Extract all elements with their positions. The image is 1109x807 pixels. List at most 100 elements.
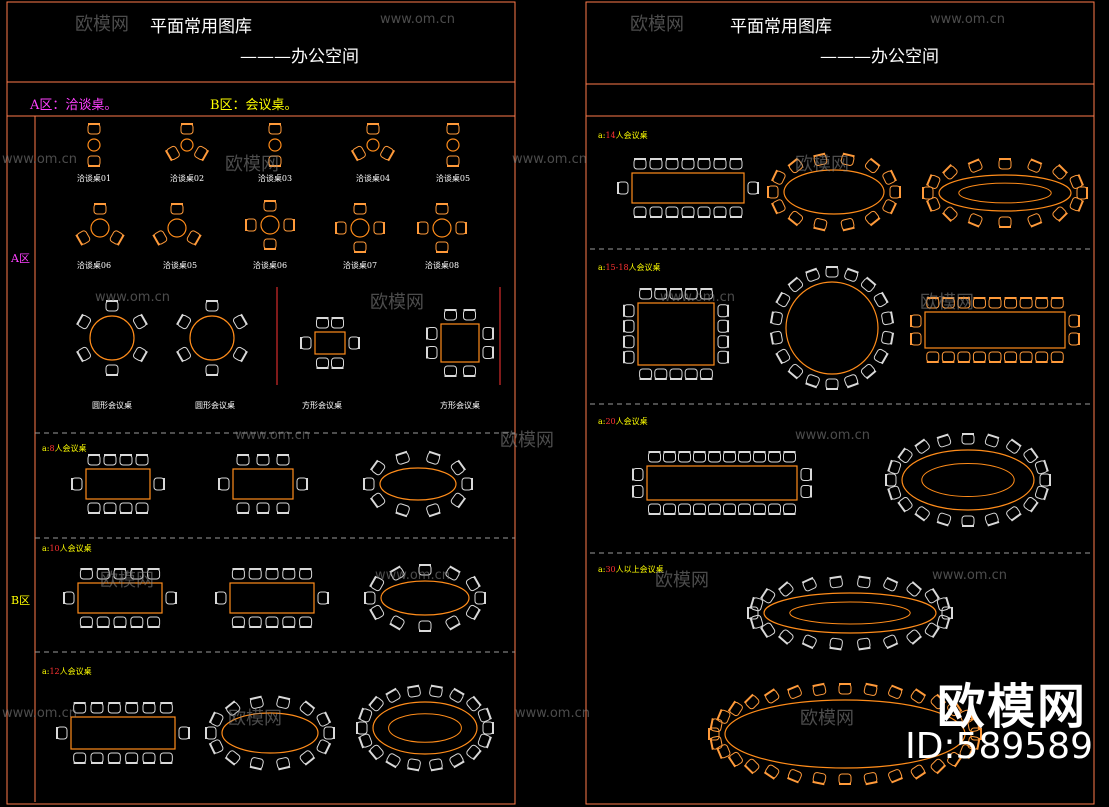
chair (276, 695, 291, 709)
chair (63, 591, 75, 605)
chair (299, 750, 316, 766)
chair (317, 591, 329, 605)
chair (914, 506, 930, 522)
chair (775, 291, 791, 308)
item-label: 洽谈桌03 (257, 174, 293, 183)
chair-seat (103, 502, 117, 514)
table-top (763, 592, 937, 634)
chair (90, 702, 104, 714)
chair (389, 615, 405, 631)
right-subtitle: ———办公空间 (820, 47, 939, 67)
chair-back (249, 695, 262, 701)
chair (910, 764, 927, 780)
chair (864, 210, 881, 227)
chair (709, 718, 723, 733)
chair (864, 157, 881, 174)
chair-seat (435, 241, 449, 253)
table-top (268, 138, 282, 152)
item-label: 洽谈桌06 (76, 261, 112, 270)
chair-back (224, 700, 236, 710)
chair-back (249, 765, 262, 771)
chair (1052, 164, 1068, 180)
table-top (85, 468, 151, 500)
chair-seat (717, 335, 729, 349)
chair (888, 684, 903, 699)
chair-seat (444, 365, 457, 377)
chair (107, 702, 121, 714)
chair-seat (299, 616, 313, 628)
chair (130, 616, 144, 628)
chair (1027, 158, 1043, 173)
chair-back (987, 520, 1000, 527)
chair (972, 297, 986, 309)
chair (368, 744, 384, 761)
chair-back (224, 756, 236, 766)
chair (455, 221, 467, 235)
chair-back (967, 708, 974, 721)
chair (395, 450, 410, 465)
chair-seat (256, 502, 270, 514)
chair-back (967, 158, 980, 165)
chair (727, 751, 743, 768)
chair-seat (79, 616, 93, 628)
table-top (366, 138, 380, 152)
chair-back (743, 693, 754, 704)
chair (417, 221, 429, 235)
chair (924, 587, 940, 604)
chair-back (763, 688, 775, 697)
chair (840, 218, 855, 232)
chair (426, 327, 438, 340)
chair-seat (747, 606, 759, 620)
chair (778, 581, 794, 597)
chair (194, 145, 210, 162)
chair (717, 350, 729, 364)
watermark-logo: 欧模网 (228, 708, 282, 729)
chair (787, 363, 804, 380)
brand-id: ID:589589 (905, 726, 1093, 767)
chair-seat (205, 364, 219, 376)
item-label: 方形会议桌 (302, 401, 342, 410)
item-label: 方形会议桌 (440, 401, 480, 410)
chair-back (953, 756, 963, 768)
item-label: 圆形会议桌 (195, 401, 235, 410)
chair-back (967, 747, 974, 760)
watermark-logo: 欧模网 (500, 430, 554, 451)
chair (350, 145, 366, 162)
chair (176, 313, 192, 330)
chair (369, 575, 385, 592)
chair (446, 123, 460, 135)
chair-back (472, 695, 482, 707)
chair-back (76, 350, 84, 363)
chair (429, 684, 443, 698)
chair-back (389, 622, 401, 631)
chair (771, 169, 786, 185)
chair (889, 185, 901, 199)
chair (79, 568, 93, 580)
section-label: a:15-18人会议桌 (598, 263, 661, 272)
chair (263, 238, 277, 250)
table-top (89, 315, 135, 361)
chair-back (473, 575, 481, 588)
chair (407, 758, 421, 772)
chair (323, 726, 335, 740)
chair (477, 707, 492, 723)
chair (665, 206, 679, 218)
chair-seat (1039, 473, 1051, 487)
chair (717, 319, 729, 333)
chair-seat (263, 200, 277, 212)
chair-seat (922, 186, 934, 200)
chair (883, 634, 899, 650)
chair (697, 158, 711, 170)
chair (249, 695, 264, 709)
chair (897, 447, 913, 464)
chair-back (453, 760, 465, 769)
chair (699, 368, 713, 380)
chair-seat (170, 203, 184, 215)
side-label-a: A区 (11, 252, 30, 265)
chair-seat (90, 752, 104, 764)
chair (649, 206, 663, 218)
chair-seat (941, 606, 953, 620)
chair-back (430, 684, 443, 689)
chair-back (350, 149, 359, 162)
watermark-url: www.om.cn (795, 428, 870, 443)
